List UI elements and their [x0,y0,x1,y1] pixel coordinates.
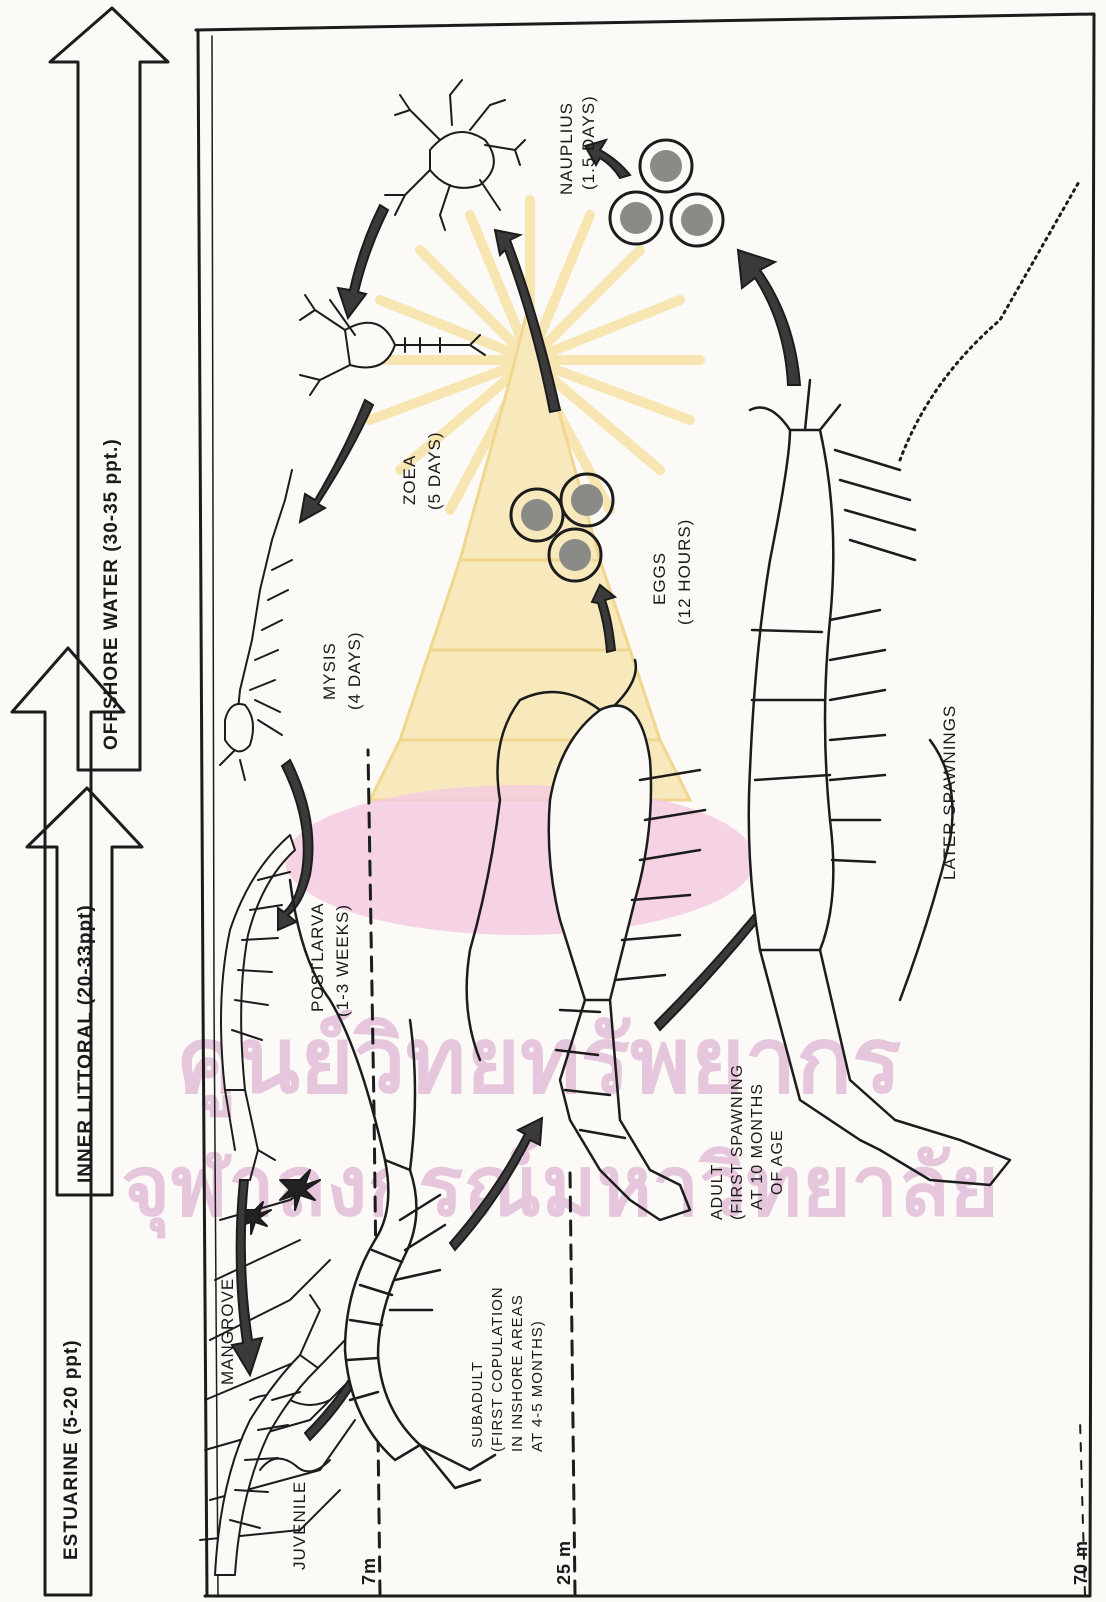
label-subadult-line2: IN INSHORE AREAS [509,1294,526,1452]
label-subadult-line3: AT 4-5 MONTHS) [529,1320,546,1452]
arrow-eggs-to-nauplius [738,250,800,385]
label-nauplius-duration: (1.5 DAYS) [579,95,598,190]
label-zoea-duration: (5 DAYS) [425,431,444,510]
label-juvenile: JUVENILE [290,1481,309,1570]
zone-label-offshore: OFFSHORE WATER (30-35 ppt.) [101,438,122,750]
label-postlarva: POSTLARVA [308,903,327,1012]
label-postlarva-duration: (1-3 WEEKS) [333,904,352,1017]
depth-label-25m: 25 m [554,1540,574,1585]
emblem-base-ellipse [285,785,755,935]
label-adult-line3: OF AGE [769,1129,786,1195]
label-adult-line1: (FIRST SPAWNING [729,1064,746,1220]
mysis-larva [220,470,292,780]
zone-arrow-estuarine: ESTUARINE (5-20 ppt) [12,648,124,1595]
arrow-zoea-to-mysis [300,400,373,522]
sea-surface-line [198,30,207,1596]
zone-label-estuarine: ESTUARINE (5-20 ppt) [61,1339,82,1560]
label-nauplius: NAUPLIUS [557,102,576,195]
depth-label-70m: 70 m [1071,1540,1091,1585]
label-eggs-duration: (12 HOURS) [675,519,694,625]
nauplius-larva [385,80,525,230]
watermark-line-1: ศูนย์วิทยทรัพยากร [179,1007,902,1118]
label-mysis: MYSIS [320,642,339,700]
label-subadult: SUBADULT [469,1361,486,1448]
eggs-cluster-upper [610,140,723,246]
label-later-spawnings: LATER SPAWNINGS [940,705,959,880]
zone-arrow-offshore: OFFSHORE WATER (30-35 ppt.) [50,8,168,770]
label-subadult-line1: (FIRST COPULATION [489,1286,506,1452]
depth-label-7m: 7m [359,1557,379,1585]
label-adult-line2: AT 10 MONTHS [749,1083,766,1210]
zone-label-inner-littoral: INNER LITTORAL (20-33ppt) [75,904,96,1183]
label-adult: ADULT [709,1164,726,1220]
label-zoea: ZOEA [400,455,419,505]
label-mangrove: MANGROVE [218,1278,237,1385]
label-mysis-duration: (4 DAYS) [345,631,364,710]
label-eggs: EGGS [650,552,669,605]
